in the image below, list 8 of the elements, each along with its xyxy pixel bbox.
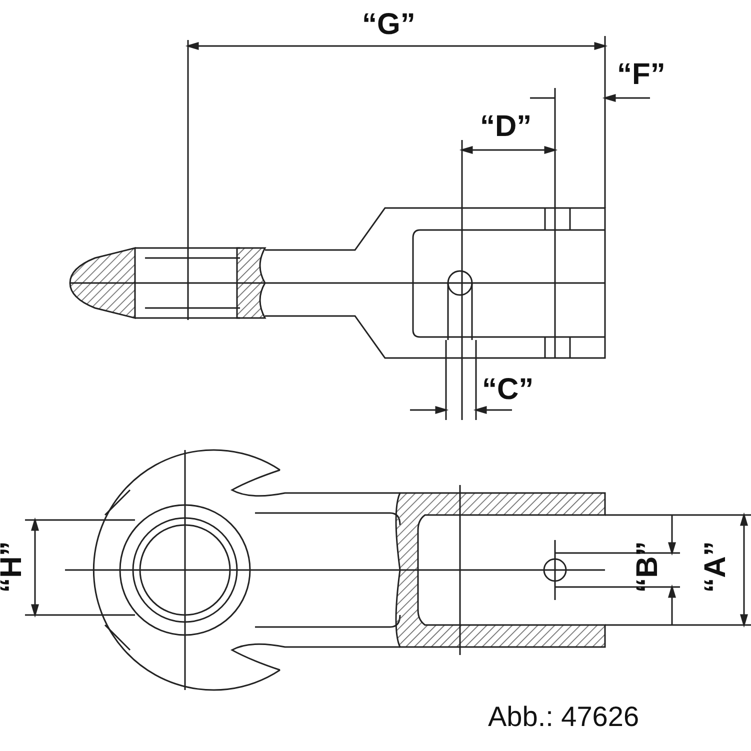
- dimension-label: “H”: [0, 541, 27, 593]
- dimension-label: “G”: [362, 10, 416, 40]
- dimension-label: “D”: [480, 112, 532, 142]
- dimension-label: “A”: [700, 541, 731, 593]
- dimension-label: “B”: [632, 541, 663, 593]
- dimension-label: “F”: [617, 60, 666, 90]
- figure-caption: Abb.: 47626: [488, 703, 640, 731]
- dimension-label: “C”: [482, 375, 534, 405]
